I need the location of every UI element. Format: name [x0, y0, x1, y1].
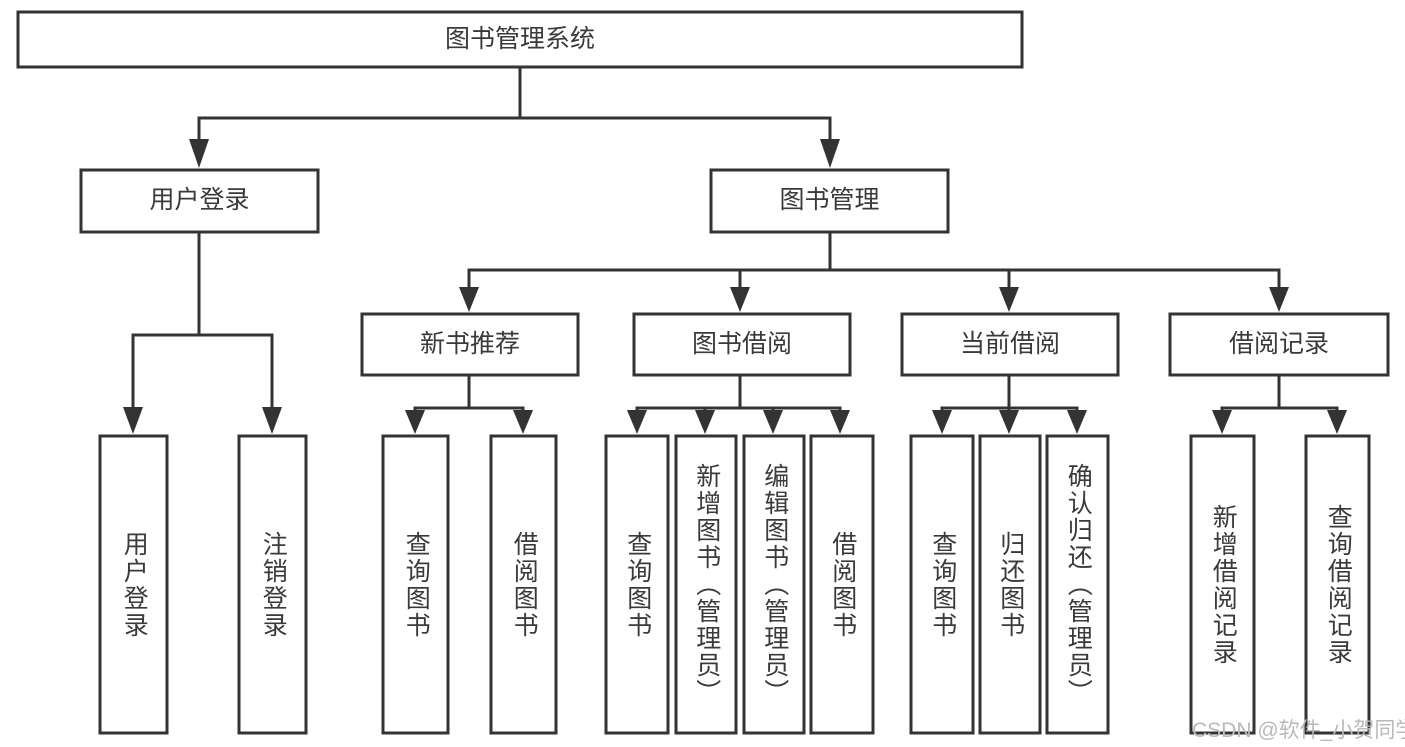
- arrow-to-leaf-add-record: [1212, 410, 1232, 434]
- node-box-leaf-borrow-book-1[interactable]: [489, 434, 558, 735]
- node-box-leaf-confirm-return[interactable]: [1045, 434, 1110, 735]
- node-box-leaf-query-book-3[interactable]: [909, 434, 975, 735]
- connector-group-bookborrow-to-leaves: [627, 373, 850, 434]
- node-box-book-borrow[interactable]: [632, 312, 852, 377]
- connector-group-userlogin-to-leaves: [123, 230, 282, 434]
- node-box-borrow-record[interactable]: [1168, 312, 1390, 377]
- connector-group-currentborrow-to-leaves: [932, 373, 1087, 434]
- arrow-to-leaf-query-book-3: [932, 410, 952, 434]
- arrow-to-leaf-edit-book: [763, 410, 783, 434]
- node-box-leaf-query-book-2[interactable]: [604, 434, 670, 735]
- node-box-leaf-user-login[interactable]: [98, 434, 169, 735]
- arrow-to-leaf-user-login: [123, 407, 143, 434]
- node-box-leaf-edit-book[interactable]: [742, 434, 806, 735]
- arrow-to-user-login: [189, 139, 209, 168]
- node-box-leaf-query-record[interactable]: [1304, 434, 1371, 735]
- node-box-book-manage[interactable]: [709, 168, 950, 234]
- node-box-leaf-add-book[interactable]: [674, 434, 738, 735]
- node-box-current-borrow[interactable]: [900, 312, 1120, 377]
- arrow-to-leaf-return-book: [999, 410, 1019, 434]
- arrow-to-leaf-query-book-1: [405, 410, 425, 434]
- node-box-leaf-logout[interactable]: [237, 434, 308, 735]
- arrow-to-current-borrow: [999, 287, 1019, 312]
- node-box-user-login[interactable]: [79, 168, 320, 234]
- arrow-to-leaf-confirm-return: [1067, 410, 1087, 434]
- arrow-to-leaf-query-book-2: [627, 410, 647, 434]
- node-box-new-book-rec[interactable]: [360, 312, 580, 377]
- connector-group-root-to-level1: [189, 65, 840, 168]
- connector-group-newbookrec-to-leaves: [405, 373, 533, 434]
- node-box-leaf-borrow-book-2[interactable]: [809, 434, 875, 735]
- connector-group-borrowrecord-to-leaves: [1212, 373, 1347, 434]
- arrow-to-leaf-logout: [262, 407, 282, 434]
- arrow-to-leaf-borrow-book-1: [513, 410, 533, 434]
- arrow-to-borrow-record: [1269, 287, 1289, 312]
- arrow-to-leaf-add-book: [695, 410, 715, 434]
- node-box-leaf-return-book[interactable]: [978, 434, 1042, 735]
- arrow-to-book-manage: [820, 139, 840, 168]
- node-box-leaf-add-record[interactable]: [1189, 434, 1256, 735]
- arrow-to-leaf-borrow-book-2: [830, 410, 850, 434]
- connector-group-bookmanage-to-level2: [459, 230, 1289, 312]
- arrow-to-leaf-query-record: [1327, 410, 1347, 434]
- arrow-to-new-book-rec: [459, 287, 479, 312]
- arrow-to-book-borrow: [730, 287, 750, 312]
- node-box-root[interactable]: [16, 10, 1024, 69]
- node-box-leaf-query-book-1[interactable]: [381, 434, 450, 735]
